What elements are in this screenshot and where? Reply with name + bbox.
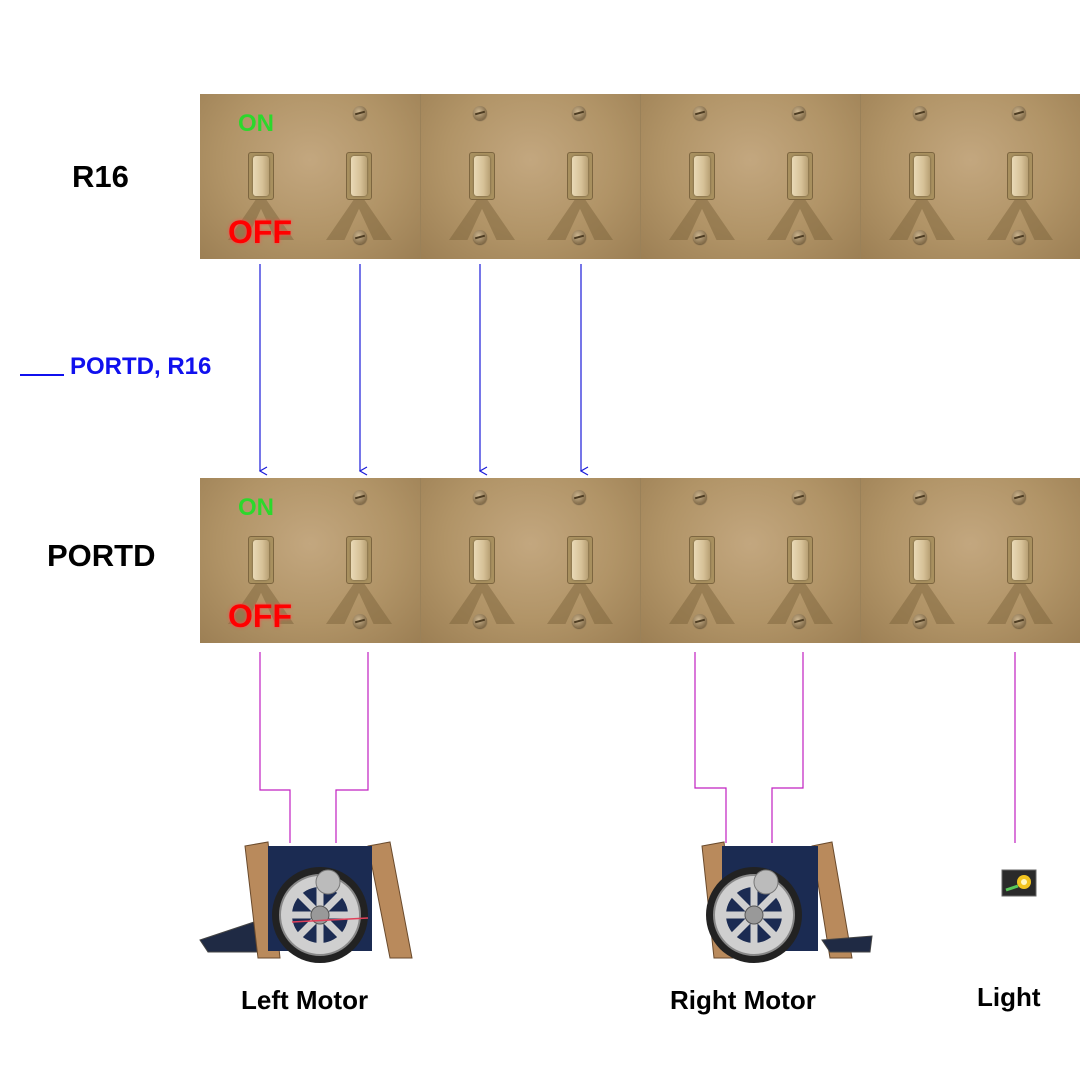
portd-switch-row: ON OFF — [200, 478, 1080, 643]
switch-plate — [860, 94, 1080, 259]
off-label: OFF — [228, 214, 292, 250]
screw-icon — [473, 230, 487, 244]
screw-icon — [473, 614, 487, 628]
switch-plate — [640, 478, 860, 643]
left-motor-wire-a — [259, 652, 291, 843]
screw-icon — [693, 614, 707, 628]
right-motor-wire-a — [694, 652, 727, 843]
instruction-blank — [20, 374, 64, 376]
left-motor-wire-b — [335, 652, 369, 843]
screw-icon — [353, 614, 367, 628]
screw-icon — [913, 490, 927, 504]
switch-plate — [420, 478, 640, 643]
screw-icon — [473, 490, 487, 504]
screw-icon — [913, 614, 927, 628]
light-bulb-icon — [1001, 869, 1037, 897]
register-r16-label: R16 — [72, 159, 129, 194]
right-motor-icon — [701, 841, 873, 963]
left-motor-label: Left Motor — [241, 985, 369, 1015]
screw-icon — [1012, 490, 1026, 504]
screw-icon — [473, 106, 487, 120]
screw-icon — [1012, 230, 1026, 244]
instruction-text: PORTD, R16 — [20, 353, 211, 381]
screw-icon — [913, 106, 927, 120]
switch-plate: ON OFF — [200, 478, 420, 643]
r16-switch-row: ON OFF — [200, 94, 1080, 259]
register-portd-label: PORTD — [47, 538, 156, 573]
left-motor-icon — [199, 841, 413, 963]
screw-icon — [353, 490, 367, 504]
screw-icon — [353, 230, 367, 244]
on-label: ON — [238, 110, 274, 137]
right-motor-label: Right Motor — [670, 985, 816, 1015]
screw-icon — [693, 106, 707, 120]
light-label: Light — [977, 982, 1041, 1012]
screw-icon — [572, 490, 586, 504]
switch-plate — [420, 94, 640, 259]
screw-icon — [913, 230, 927, 244]
screw-icon — [572, 230, 586, 244]
screw-icon — [792, 230, 806, 244]
screw-icon — [792, 106, 806, 120]
switch-plate — [860, 478, 1080, 643]
screw-icon — [572, 614, 586, 628]
screw-icon — [693, 490, 707, 504]
instruction-operands: PORTD, R16 — [70, 353, 212, 380]
off-label: OFF — [228, 598, 292, 634]
switch-plate: ON OFF — [200, 94, 420, 259]
on-label: ON — [238, 494, 274, 521]
screw-icon — [1012, 106, 1026, 120]
switch-plate — [640, 94, 860, 259]
screw-icon — [572, 106, 586, 120]
screw-icon — [693, 230, 707, 244]
screw-icon — [1012, 614, 1026, 628]
right-motor-wire-b — [771, 652, 804, 843]
screw-icon — [792, 490, 806, 504]
screw-icon — [353, 106, 367, 120]
screw-icon — [792, 614, 806, 628]
